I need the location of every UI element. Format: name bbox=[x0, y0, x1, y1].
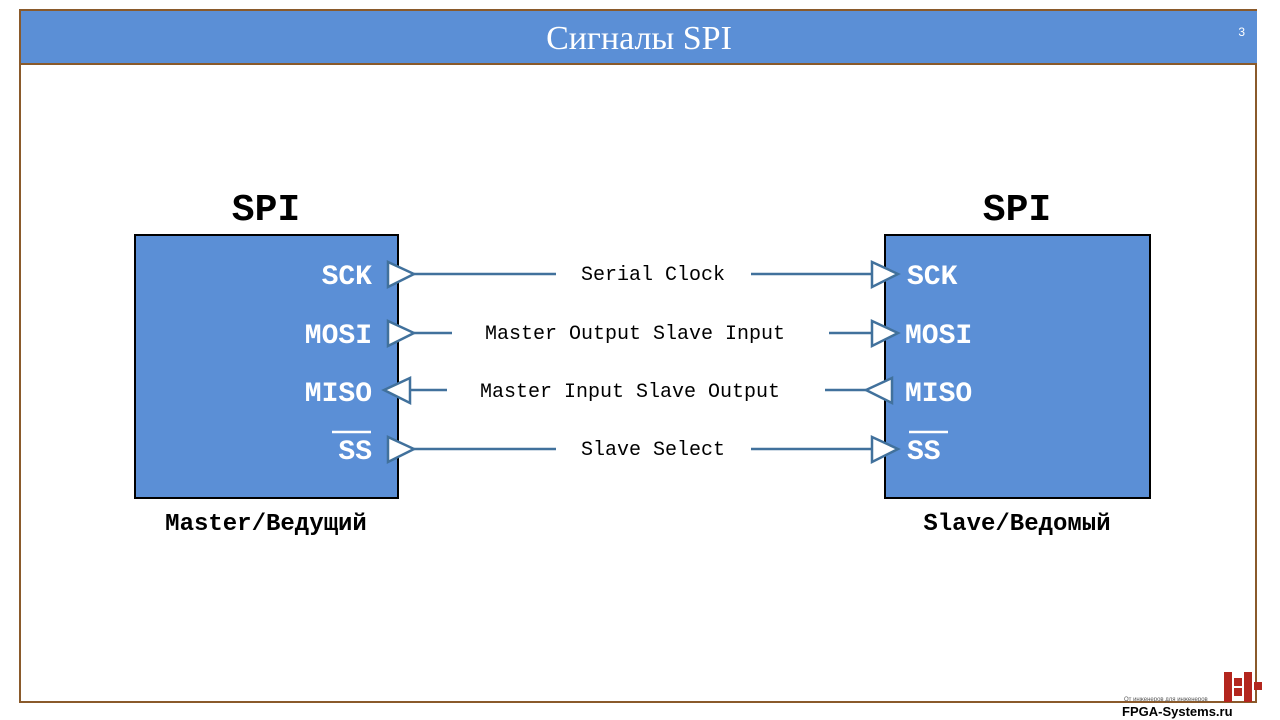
master-caption: Master/Ведущий bbox=[165, 511, 367, 538]
slave-pin-sck: SCK bbox=[907, 262, 958, 293]
slave-caption: Slave/Ведомый bbox=[923, 511, 1110, 538]
slave-pin-miso: MISO bbox=[905, 379, 972, 410]
logo-tagline: От инженеров для инженеров bbox=[1124, 697, 1208, 703]
master-pin-sck: SCK bbox=[322, 262, 373, 293]
master-ss-port-arrow bbox=[386, 435, 417, 465]
master-block bbox=[134, 234, 399, 499]
slave-pin-ss: SS bbox=[907, 437, 941, 468]
slave-heading: SPI bbox=[983, 189, 1051, 232]
signal-label-serial-clock: Serial Clock bbox=[581, 264, 725, 287]
slave-ss-arrow-icon bbox=[870, 435, 901, 465]
fpga-systems-logo: От инженеров для инженеров FPGA-Systems.… bbox=[1120, 668, 1266, 719]
master-sck-port-arrow bbox=[386, 260, 417, 290]
signal-label-miso: Master Input Slave Output bbox=[480, 381, 780, 404]
slide-title: Сигналы SPI bbox=[546, 20, 732, 57]
slave-sck-arrow-icon bbox=[870, 260, 901, 290]
slave-mosi-arrow-icon bbox=[870, 319, 901, 349]
page-number: 3 bbox=[1238, 25, 1245, 39]
logo-name: FPGA-Systems.ru bbox=[1122, 704, 1233, 719]
slave-miso-port-arrow bbox=[863, 376, 894, 406]
title-bar: Сигналы SPI 3 bbox=[21, 11, 1257, 65]
master-pin-mosi: MOSI bbox=[305, 321, 372, 352]
slave-block bbox=[884, 234, 1151, 499]
fpga-logo-mark-icon bbox=[1224, 672, 1262, 702]
signal-label-mosi: Master Output Slave Input bbox=[485, 323, 785, 346]
master-heading: SPI bbox=[232, 189, 300, 232]
signal-label-slave-select: Slave Select bbox=[581, 439, 725, 462]
master-pin-ss: SS bbox=[338, 437, 372, 468]
master-mosi-port-arrow bbox=[386, 319, 417, 349]
master-pin-miso: MISO bbox=[305, 379, 372, 410]
slave-pin-mosi: MOSI bbox=[905, 321, 972, 352]
